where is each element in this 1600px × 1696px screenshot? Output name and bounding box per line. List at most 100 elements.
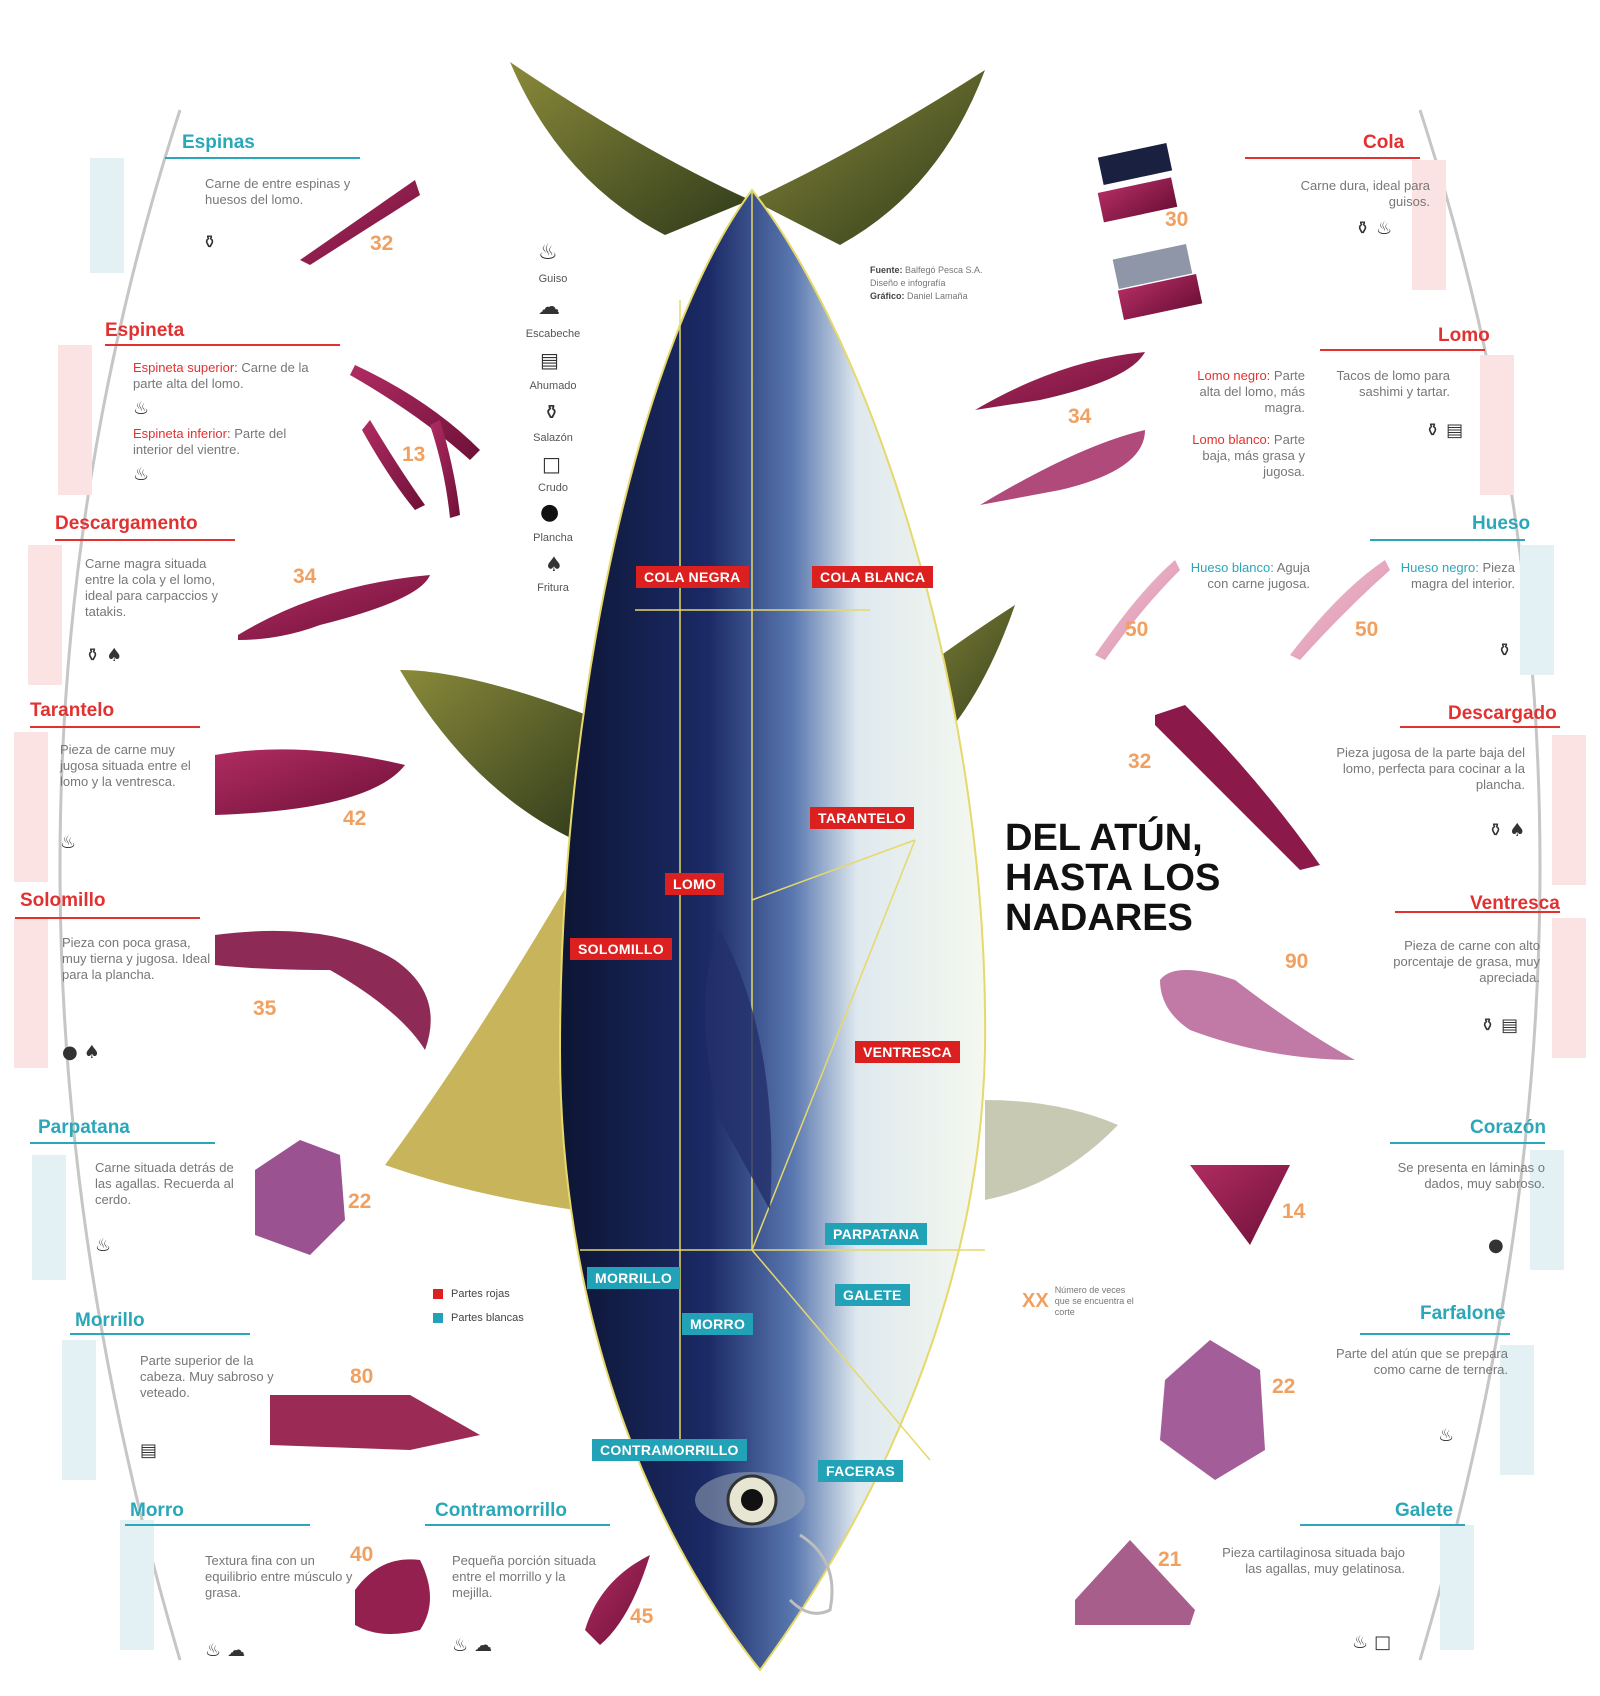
- cut-description: Parte del atún que se prepara como carne…: [1335, 1346, 1508, 1377]
- fish-label-galete: GALETE: [835, 1284, 910, 1306]
- left-bands: [14, 158, 154, 1650]
- fish-label-faceras: FACERAS: [818, 1460, 903, 1482]
- bottle-icon: ⚱: [202, 232, 224, 253]
- cut-description: Carne magra situada entre la cola y el l…: [85, 556, 218, 619]
- cut-description: Pieza con poca grasa, muy tierna y jugos…: [62, 935, 211, 982]
- fish-label-cola-negra: COLA NEGRA: [636, 566, 749, 588]
- fish-label-solomillo: SOLOMILLO: [570, 938, 672, 960]
- pot-icon: ♨☁: [205, 1640, 252, 1661]
- cut-subheader: Lomo blanco:: [1192, 432, 1271, 447]
- bottle-icon: ⚱: [543, 400, 560, 424]
- cut-header: Ventresca: [1470, 893, 1560, 914]
- cut-header: Morrillo: [75, 1310, 145, 1331]
- cut-number: 32: [370, 232, 394, 255]
- cut-subheader: Espineta inferior:: [133, 426, 231, 441]
- cut-number: 14: [1282, 1200, 1306, 1223]
- pot-icon: ♨☁: [452, 1635, 499, 1656]
- pot-icon: ♨: [538, 240, 558, 265]
- bottle-icon: ⚱▤: [1480, 1015, 1525, 1036]
- cut-header: Galete: [1395, 1500, 1454, 1521]
- cut-header: Hueso: [1472, 513, 1531, 534]
- legend-label-fritura: Fritura: [537, 582, 569, 594]
- graphic-label: Gráfico:: [870, 291, 905, 301]
- cut-description: Hueso blanco: Aguja con carne jugosa.: [1190, 560, 1310, 592]
- bottle-icon: ⚱♠: [1488, 820, 1532, 841]
- cut-header: Corazón: [1470, 1117, 1546, 1138]
- legend-label-guiso: Guiso: [538, 273, 568, 285]
- pot-icon: ♨: [133, 398, 156, 419]
- fish-label-tarantelo: TARANTELO: [810, 807, 914, 829]
- cut-header: Descargado: [1448, 703, 1557, 724]
- cut-subheader: Hueso negro:: [1400, 560, 1479, 575]
- cut-number: 22: [348, 1190, 372, 1213]
- pot-icon: ♨: [60, 832, 83, 853]
- cut-subtext: Parte alta del lomo, más magra.: [1199, 368, 1306, 415]
- pot-icon: ♨: [133, 464, 156, 485]
- cut-description-2: Lomo blanco: Parte baja, más grasa y jug…: [1185, 432, 1305, 480]
- cut-description-side: Tacos de lomo para sashimi y tartar.: [1336, 368, 1450, 399]
- cut-number-2: 50: [1355, 618, 1379, 641]
- left-header-lines: [15, 157, 610, 1526]
- source-label: Fuente:: [870, 265, 903, 275]
- cut-number: 30: [1165, 208, 1189, 231]
- pan-icon: ●: [540, 500, 560, 525]
- raw-icon: □: [542, 452, 561, 476]
- cut-header: Cola: [1363, 132, 1405, 153]
- key-red-swatch: [433, 1289, 443, 1299]
- right-bands: [1412, 160, 1586, 1650]
- cut-header: Contramorrillo: [435, 1500, 567, 1521]
- left-cut-images: [215, 180, 650, 1645]
- cut-number: 32: [1128, 750, 1152, 773]
- fryer-icon: ♠: [545, 552, 563, 576]
- cut-description: Pieza de carne muy jugosa situada entre …: [60, 742, 191, 789]
- cut-header: Farfalone: [1420, 1303, 1506, 1324]
- cut-description: Pieza jugosa de la parte baja del lomo, …: [1336, 745, 1525, 792]
- legend-label-crudo: Crudo: [538, 482, 568, 494]
- cut-header: Espineta: [105, 320, 185, 341]
- cut-number: 45: [630, 1605, 654, 1628]
- legend-label-ahumado: Ahumado: [529, 380, 577, 392]
- pan-icon: ●: [1488, 1235, 1510, 1256]
- cut-subtext: Parte del interior del vientre.: [133, 426, 287, 457]
- graphic-credit: Daniel Lamaña: [907, 291, 968, 301]
- source-credit: Diseño e infografía: [870, 278, 946, 288]
- source-text: Balfegó Pesca S.A.: [905, 265, 983, 275]
- cut-number: 13: [402, 443, 426, 466]
- cut-header: Espinas: [182, 132, 255, 153]
- cut-header: Solomillo: [20, 890, 106, 911]
- left-arc: [58, 109, 182, 1661]
- key-red-label: Partes rojas: [451, 1288, 510, 1300]
- fish-label-morro: MORRO: [682, 1313, 754, 1335]
- source-note: Fuente: Balfegó Pesca S.A. Diseño e info…: [870, 264, 1040, 303]
- bottle-icon: ⚱♨: [1355, 218, 1399, 239]
- pot-icon: ♨: [95, 1235, 118, 1256]
- cut-number: 42: [343, 807, 367, 830]
- cut-description: Carne de entre espinas y huesos del lomo…: [205, 176, 351, 207]
- legend-label-plancha: Plancha: [533, 532, 573, 544]
- pan-icon: ●♠: [62, 1042, 106, 1063]
- cut-number: 21: [1158, 1548, 1182, 1571]
- cut-number: 90: [1285, 950, 1309, 973]
- cut-number: 50: [1125, 618, 1149, 641]
- cut-number: 40: [350, 1543, 374, 1566]
- cut-number: 22: [1272, 1375, 1296, 1398]
- cut-number: 34: [1068, 405, 1092, 428]
- bottle-icon: ⚱▤: [1425, 420, 1470, 441]
- smoker-icon: ▤: [540, 348, 559, 372]
- key-blue: Partes blancas: [433, 1312, 524, 1324]
- cut-description: Pieza cartilaginosa situada bajo las aga…: [1222, 1545, 1405, 1576]
- fish-label-morrillo: MORRILLO: [587, 1267, 681, 1289]
- bottle-icon: ⚱♠: [85, 645, 129, 666]
- cut-subtext: Aguja con carne jugosa.: [1207, 560, 1310, 591]
- key-red: Partes rojas: [433, 1288, 510, 1300]
- cut-number: 35: [253, 997, 277, 1020]
- cut-description: Carne dura, ideal para guisos.: [1300, 178, 1430, 209]
- key-blue-swatch: [433, 1313, 443, 1323]
- fish-label-lomo: LOMO: [665, 873, 725, 895]
- cut-header: Morro: [130, 1500, 184, 1521]
- smoker-icon: ▤: [140, 1440, 164, 1461]
- fish-label-cola-blanca: COLA BLANCA: [812, 566, 934, 588]
- cut-description: Se presenta en láminas o dados, muy sabr…: [1397, 1160, 1545, 1191]
- cut-description-2: Hueso negro: Pieza magra del interior.: [1395, 560, 1515, 592]
